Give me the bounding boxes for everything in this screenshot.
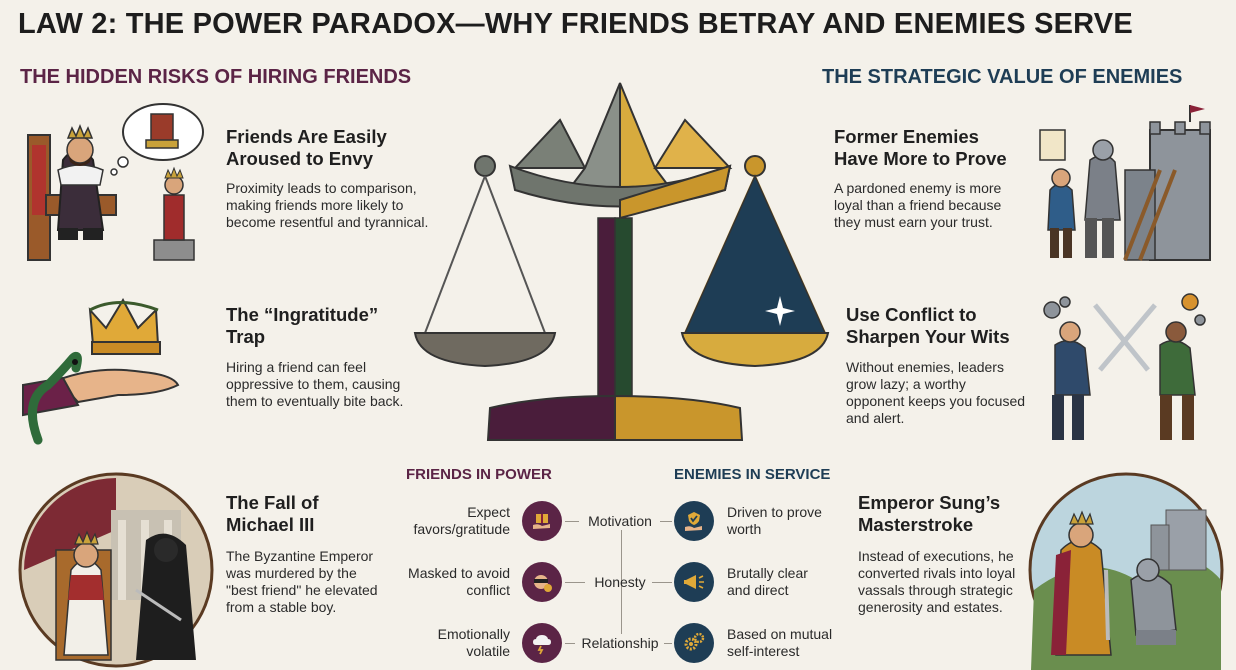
friends-motivation-text: Expect favors/gratitude [413, 504, 511, 537]
envy-item-title: Friends Are Easily Aroused to Envy [226, 126, 387, 169]
envy-item-body: Proximity leads to comparison, making fr… [226, 180, 429, 230]
emperor-sung-illustration [1026, 470, 1226, 670]
conflict-item-body: Without enemies, leaders grow lazy; a wo… [846, 359, 1026, 426]
ingratitude-item-title: The “Ingratitude” Trap [226, 304, 379, 347]
enemies-in-service-heading: ENEMIES IN SERVICE [674, 466, 831, 483]
balance-scale-crown-illustration [410, 78, 830, 448]
enemies-motivation-text: Driven to prove worth [727, 504, 822, 537]
sword-duel-illustration [1030, 290, 1220, 445]
comparison-connector-row-2 [565, 582, 585, 583]
motivation-criterion: Motivation [588, 513, 652, 529]
gift-hand-icon [522, 501, 562, 541]
enemies-section-heading: THE STRATEGIC VALUE OF ENEMIES [822, 66, 1183, 88]
comparison-connector-row-2-right [652, 582, 672, 583]
storm-cloud-icon [522, 623, 562, 663]
emperor-sung-item-body: Instead of executions, he converted riva… [858, 548, 1016, 615]
ingratitude-item-body: Hiring a friend can feel oppressive to t… [226, 359, 404, 409]
emperor-sung-item-title: Emperor Sung’s Masterstroke [858, 492, 1001, 535]
enemies-relationship-text: Based on mutual self-interest [727, 626, 833, 659]
megaphone-icon [674, 562, 714, 602]
ingratitude-crown-illustration [18, 290, 188, 445]
michael-item-body: The Byzantine Emperor was murdered by th… [226, 548, 378, 615]
envious-king-illustration [18, 100, 213, 265]
michael-item-title: The Fall of Michael III [226, 492, 319, 535]
friends-relationship-text: Emotionally volatile [437, 626, 510, 659]
comparison-connector-vertical [621, 530, 622, 634]
comparison-connector-row-3 [565, 643, 575, 644]
conflict-item-title: Use Conflict to Sharpen Your Wits [846, 304, 1010, 347]
castle-ladder-illustration [1030, 100, 1220, 265]
friends-honesty-text: Masked to avoid conflict [408, 565, 510, 598]
gears-icon [674, 623, 714, 663]
former-enemies-item-title: Former Enemies Have More to Prove [834, 126, 1007, 169]
relationship-criterion: Relationship [581, 635, 659, 651]
friends-in-power-heading: FRIENDS IN POWER [406, 466, 552, 483]
comparison-connector-row-1-right [660, 521, 672, 522]
shield-hand-icon [674, 501, 714, 541]
masked-face-icon [522, 562, 562, 602]
enemies-honesty-text: Brutally clear and direct [727, 565, 808, 598]
honesty-criterion: Honesty [594, 574, 646, 590]
michael-iii-illustration [16, 470, 216, 670]
friends-section-heading: THE HIDDEN RISKS OF HIRING FRIENDS [20, 66, 412, 88]
comparison-connector-row-3-right [664, 643, 672, 644]
page-title: LAW 2: THE POWER PARADOX—WHY FRIENDS BET… [18, 8, 1133, 40]
comparison-connector-row-1 [565, 521, 579, 522]
former-enemies-item-body: A pardoned enemy is more loyal than a fr… [834, 180, 1002, 230]
